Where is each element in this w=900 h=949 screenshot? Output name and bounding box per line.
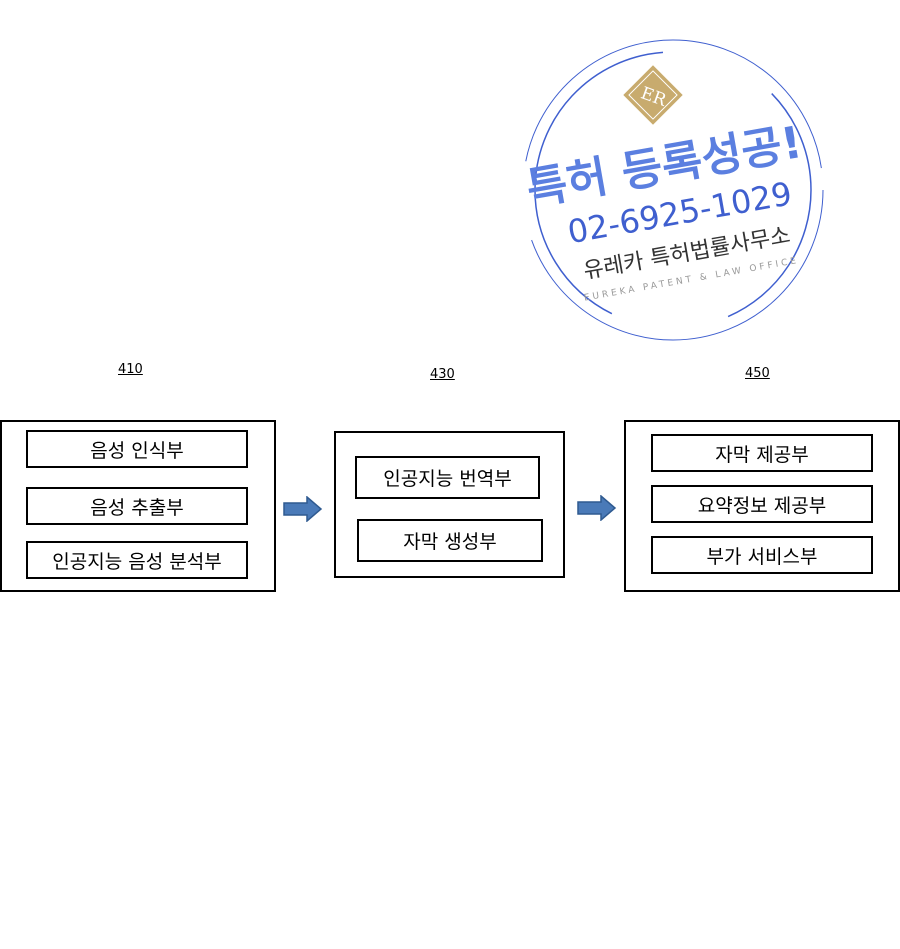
unit-subtitle-provision: 자막 제공부 bbox=[651, 434, 873, 472]
logo-icon bbox=[623, 65, 682, 124]
module-ref-430: 430 bbox=[430, 367, 455, 382]
unit-subtitle-generation: 자막 생성부 bbox=[357, 519, 543, 562]
unit-additional-service: 부가 서비스부 bbox=[651, 536, 873, 574]
watermark-office-ko: 유레카 특허법률사무소 bbox=[582, 223, 793, 284]
watermark-office-en: EUREKA PATENT & LAW OFFICE bbox=[583, 256, 800, 304]
unit-speech-extraction: 음성 추출부 bbox=[26, 487, 248, 525]
watermark-headline: 특허 등록성공! bbox=[523, 117, 806, 216]
watermark-phone: 02-6925-1029 bbox=[565, 174, 795, 251]
module-ref-410: 410 bbox=[118, 362, 143, 377]
unit-ai-speech-analysis: 인공지능 음성 분석부 bbox=[26, 541, 248, 579]
unit-speech-recognition: 음성 인식부 bbox=[26, 430, 248, 468]
unit-summary-provision: 요약정보 제공부 bbox=[651, 485, 873, 523]
unit-ai-translation: 인공지능 번역부 bbox=[355, 456, 540, 499]
svg-text:ER: ER bbox=[638, 83, 670, 111]
arrow-right-icon bbox=[283, 496, 323, 522]
module-ref-450: 450 bbox=[745, 366, 770, 381]
arrow-right-icon bbox=[577, 495, 617, 521]
